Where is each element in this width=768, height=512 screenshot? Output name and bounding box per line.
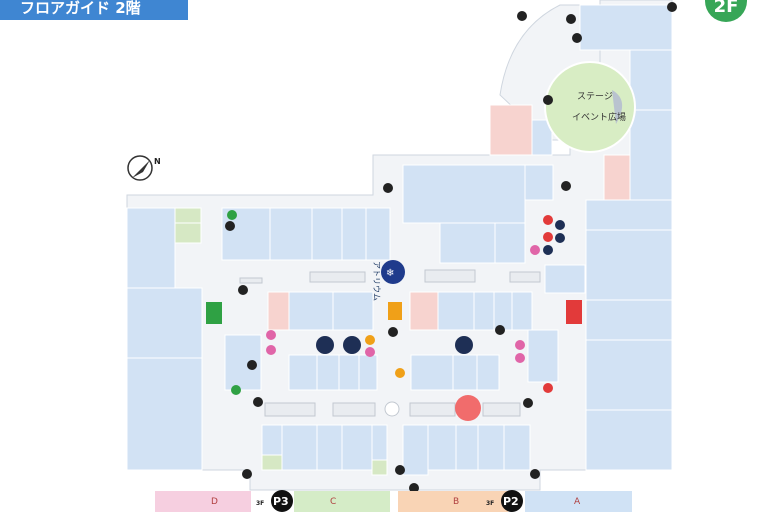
parking-label: P2 xyxy=(503,495,519,508)
compass-north-label: N xyxy=(154,157,161,166)
zone-label: C xyxy=(330,497,336,507)
restroom-icon xyxy=(316,336,334,354)
emergency-exit-icon xyxy=(206,302,222,324)
parking-floor-label: 3F xyxy=(486,500,494,507)
corridor-benches xyxy=(239,269,541,417)
svg-text:❄: ❄ xyxy=(386,268,394,279)
central-blocks xyxy=(267,264,586,391)
atrium-label: アトリウム xyxy=(372,261,381,301)
zone-label: B xyxy=(453,497,459,507)
north-block xyxy=(402,164,554,264)
event-plaza-label: イベント広場 xyxy=(572,111,626,123)
zone-bands: D C B A xyxy=(155,491,632,512)
floor-badge: 2F xyxy=(705,0,747,22)
page-title: フロアガイド 2階 xyxy=(0,0,188,20)
parking-markers: P3 3F P2 3F xyxy=(256,490,523,512)
parking-floor-label: 3F xyxy=(256,500,264,507)
atrium: ❄ アトリウム xyxy=(372,260,405,301)
facility-icons xyxy=(206,210,582,421)
info-icon xyxy=(566,300,582,324)
stage-label: ステージ xyxy=(577,91,613,102)
compass: N xyxy=(127,155,161,181)
restroom-icon xyxy=(455,336,473,354)
south-block xyxy=(261,424,531,476)
restroom-icon xyxy=(343,336,361,354)
west-block-lower xyxy=(126,287,262,471)
current-location-marker xyxy=(455,395,481,421)
parking-label: P3 xyxy=(273,495,289,508)
zone-label: A xyxy=(574,497,581,507)
event-plaza: ステージ イベント広場 xyxy=(544,61,636,153)
atm-icon xyxy=(388,302,402,320)
zone-label: D xyxy=(211,497,218,507)
